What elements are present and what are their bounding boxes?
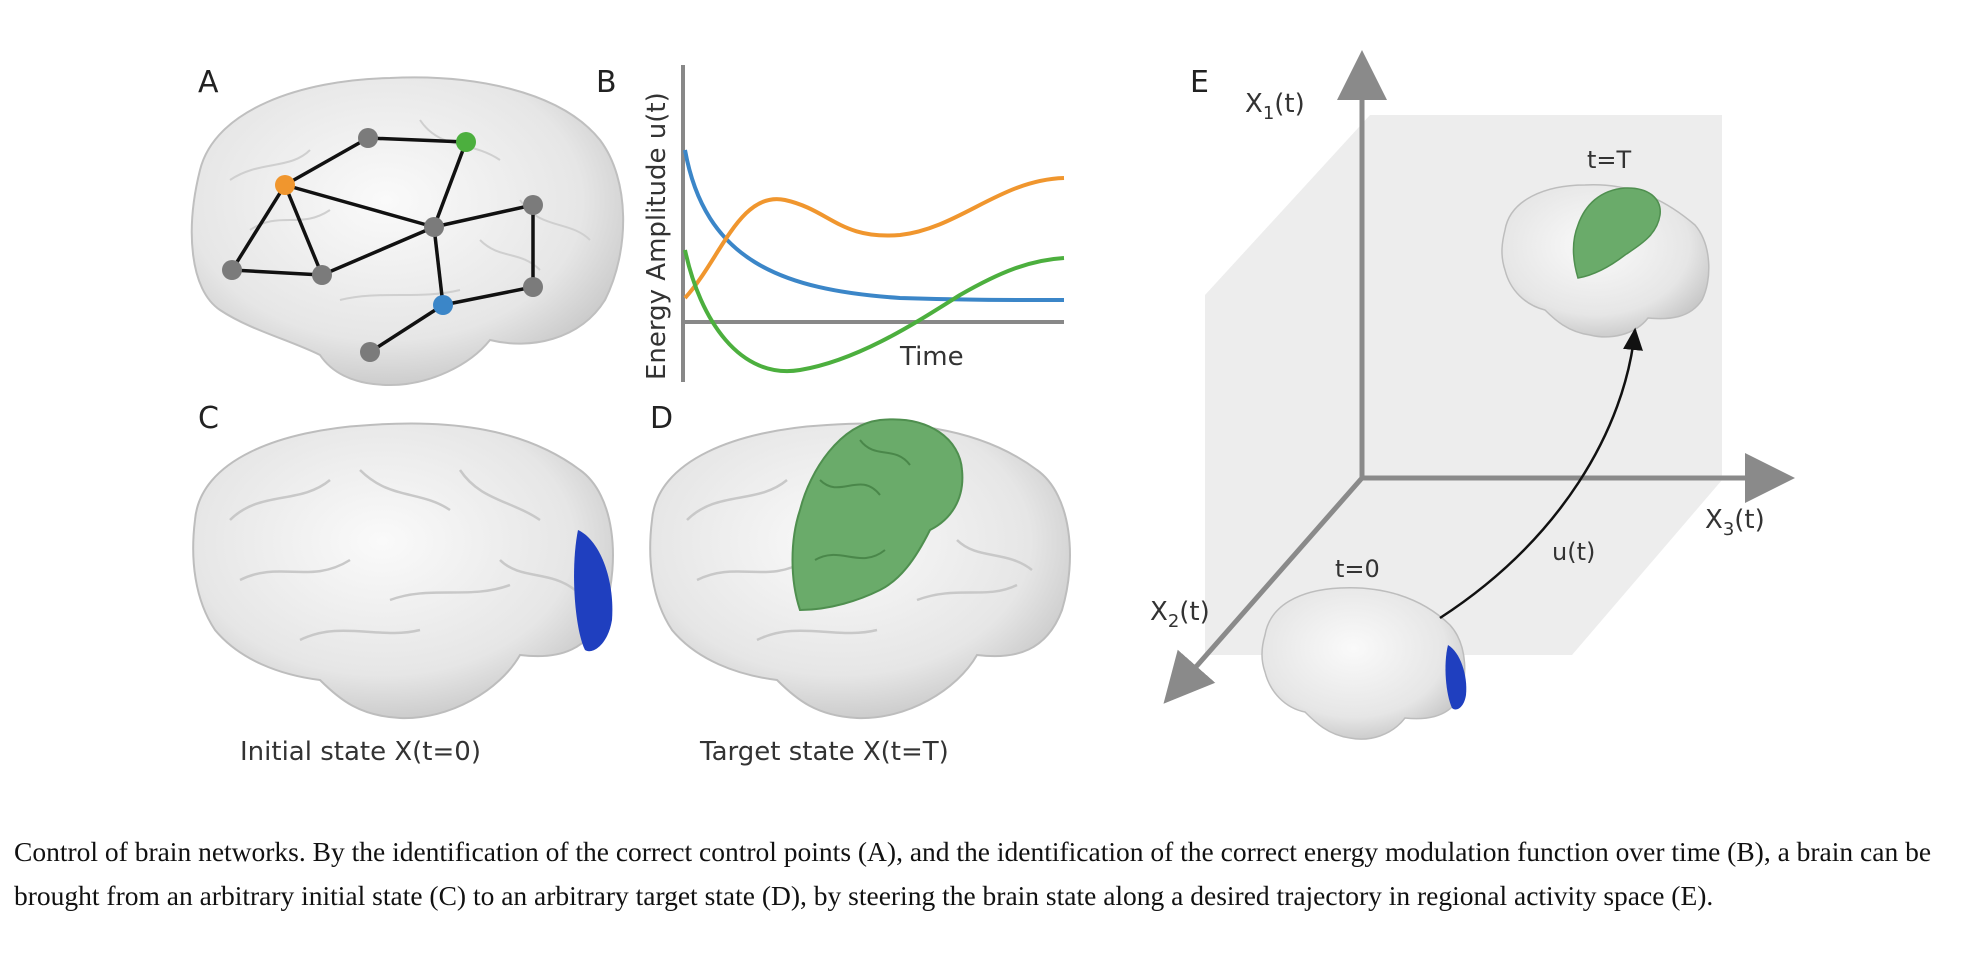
network-node <box>523 195 543 215</box>
panel-b-energy-plot: Energy Amplitude u(t) Time <box>642 65 1065 382</box>
initial-region-blue <box>574 530 613 652</box>
panel-a-brain-network <box>190 76 625 387</box>
control-node-green <box>456 132 476 152</box>
panel-d-letter: D <box>650 401 673 436</box>
panel-b-letter: B <box>596 65 617 100</box>
axis-x2 <box>1163 476 1364 704</box>
target-state-label: Target state X(t=T) <box>699 737 949 767</box>
panel-d-target-brain: Target state X(t=T) <box>649 418 1071 767</box>
panel-c-initial-brain: Initial state X(t=0) <box>192 422 614 767</box>
brain-outline-c <box>192 422 614 720</box>
network-node <box>358 128 378 148</box>
network-node <box>360 342 380 362</box>
brain-at-target <box>1501 184 1710 338</box>
target-region-green <box>791 418 964 612</box>
curve-green <box>683 249 1065 374</box>
network-node <box>222 260 242 280</box>
figure: A <box>190 50 1795 767</box>
initial-state-label: Initial state X(t=0) <box>240 737 481 767</box>
curve-orange <box>683 176 1065 300</box>
curve-blue <box>683 149 1065 302</box>
network-edges <box>230 136 535 354</box>
panel-c-letter: C <box>198 401 219 436</box>
plot-ylabel: Energy Amplitude u(t) <box>642 92 672 380</box>
panel-e-letter: E <box>1190 65 1209 100</box>
trajectory-arrow <box>1439 327 1643 620</box>
panel-a-letter: A <box>198 65 219 100</box>
brain-outline-initial <box>1261 587 1466 740</box>
network-node <box>312 265 332 285</box>
brain-at-initial <box>1261 587 1467 740</box>
end-label: t=T <box>1587 146 1632 174</box>
plot-xlabel: Time <box>899 342 964 372</box>
axis-x1-label: X1(t) <box>1245 89 1305 124</box>
target-region-small <box>1572 187 1661 279</box>
initial-region-small <box>1445 645 1467 710</box>
network-node <box>523 277 543 297</box>
panel-e-state-space: X1(t) X3(t) X2(t) t=T t=0 u(t) <box>1150 50 1795 740</box>
control-node-orange <box>275 175 295 195</box>
network-nodes <box>222 128 543 362</box>
network-node <box>424 217 444 237</box>
target-region-folds <box>814 439 911 561</box>
axis-x3-label: X3(t) <box>1705 505 1765 540</box>
control-node-blue <box>433 295 453 315</box>
start-label: t=0 <box>1335 555 1380 583</box>
brain-folds-c <box>229 469 576 642</box>
axis-x2-label: X2(t) <box>1150 597 1210 632</box>
figure-caption: Control of brain networks. By the identi… <box>14 836 1932 911</box>
brain-outline-a <box>190 76 625 387</box>
trajectory-label: u(t) <box>1552 538 1595 566</box>
